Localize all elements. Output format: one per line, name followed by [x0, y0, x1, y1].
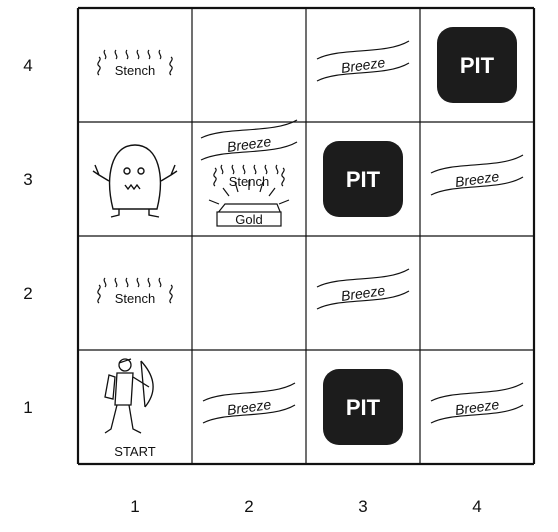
cell-1-3: [92, 144, 178, 218]
row-label: 2: [23, 284, 32, 303]
pit-label: PIT: [460, 53, 495, 78]
cell-1-2: Stench: [97, 277, 173, 306]
col-labels: 1 2 3 4: [130, 497, 481, 516]
pit: PIT: [437, 27, 517, 103]
breeze-marker: Breeze: [430, 382, 524, 424]
pit: PIT: [323, 369, 403, 445]
pit-label: PIT: [346, 167, 381, 192]
breeze-label: Breeze: [454, 168, 500, 190]
gold-label: Gold: [235, 212, 262, 227]
col-label: 1: [130, 497, 139, 516]
row-labels: 4 3 2 1: [23, 56, 32, 417]
cell-2-1: Breeze: [202, 382, 296, 424]
stench-label: Stench: [115, 291, 155, 306]
stench-marker: Stench: [97, 49, 173, 78]
breeze-label: Breeze: [340, 54, 386, 76]
cell-4-4: PIT: [437, 27, 517, 103]
row-label: 1: [23, 398, 32, 417]
breeze-marker: Breeze: [202, 382, 296, 424]
breeze-marker: Breeze: [200, 119, 298, 161]
cell-3-4: Breeze: [316, 40, 410, 82]
gold-bar-icon: Gold: [208, 180, 290, 227]
col-label: 4: [472, 497, 481, 516]
breeze-marker: Breeze: [316, 268, 410, 310]
cell-1-4: Stench: [97, 49, 173, 78]
grid-lines: [76, 6, 536, 466]
col-label: 3: [358, 497, 367, 516]
pit: PIT: [323, 141, 403, 217]
breeze-label: Breeze: [340, 282, 386, 304]
breeze-marker: Breeze: [430, 154, 524, 196]
cell-1-1: START: [104, 358, 156, 459]
breeze-label: Breeze: [454, 396, 500, 418]
row-label: 4: [23, 56, 32, 75]
pit-label: PIT: [346, 395, 381, 420]
col-label: 2: [244, 497, 253, 516]
breeze-label: Breeze: [226, 133, 272, 155]
cell-4-3: Breeze: [430, 154, 524, 196]
breeze-marker: Breeze: [316, 40, 410, 82]
wumpus-monster-icon: [92, 144, 178, 218]
cell-3-2: Breeze: [316, 268, 410, 310]
agent-archer-icon: [104, 358, 154, 434]
stench-label: Stench: [115, 63, 155, 78]
breeze-label: Breeze: [226, 396, 272, 418]
cell-3-1: PIT: [323, 369, 403, 445]
row-label: 3: [23, 170, 32, 189]
cell-3-3: PIT: [323, 141, 403, 217]
stench-marker: Stench: [97, 277, 173, 306]
start-label: START: [114, 444, 155, 459]
cell-4-1: Breeze: [430, 382, 524, 424]
